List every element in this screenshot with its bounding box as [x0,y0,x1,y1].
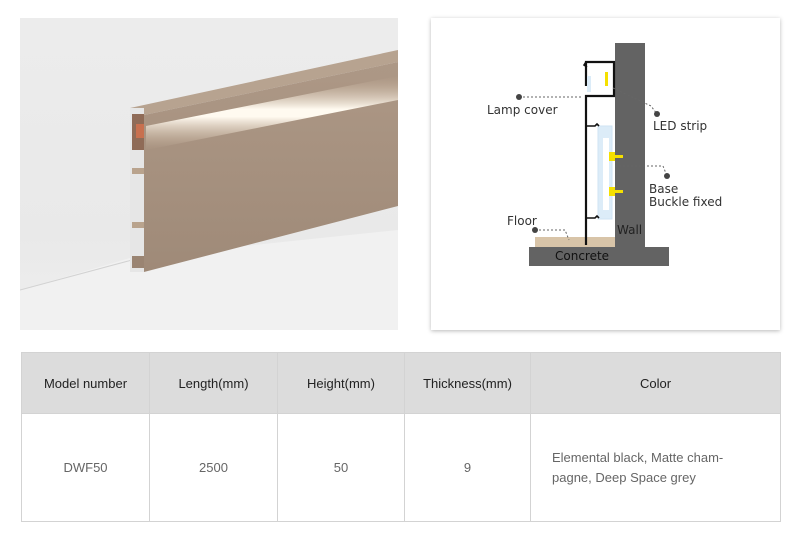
cell-length: 2500 [149,413,278,522]
product-photo [20,18,398,330]
cross-section-drawing [516,43,670,266]
label-led-strip: LED strip [653,119,708,133]
cell-thickness: 9 [404,413,531,522]
header-length: Length(mm) [149,352,278,414]
color-line-1: Elemental black, Matte cham- [552,449,724,465]
label-lamp-cover: Lamp cover [487,103,558,117]
wall-shape [615,43,645,248]
label-buckle-fixed: Buckle fixed [649,195,723,209]
header-thickness: Thickness(mm) [404,352,531,414]
cell-height: 50 [277,413,405,522]
skirting-profile-illustration [20,50,398,330]
label-floor: Floor [507,214,537,228]
label-wall: Wall [617,223,643,237]
header-height: Height(mm) [277,352,405,414]
table-row: DWF50 2500 50 9 Elemental black, Matte c… [21,413,781,522]
concrete-shape [529,247,669,266]
table-header-row: Model number Length(mm) Height(mm) Thick… [21,352,781,414]
spec-table: Model number Length(mm) Height(mm) Thick… [21,352,781,522]
installation-diagram: Lamp cover LED strip Base Buckle fixed F… [431,18,780,330]
label-base: Base [649,182,679,196]
color-line-2: pagne, Deep Space grey [552,469,696,485]
header-color: Color [530,352,781,414]
cell-color: Elemental black, Matte cham- pagne, Deep… [530,413,781,522]
label-concrete: Concrete [555,249,610,263]
floor-shape [535,237,615,247]
cell-model-number: DWF50 [21,413,150,522]
header-model-number: Model number [21,352,150,414]
